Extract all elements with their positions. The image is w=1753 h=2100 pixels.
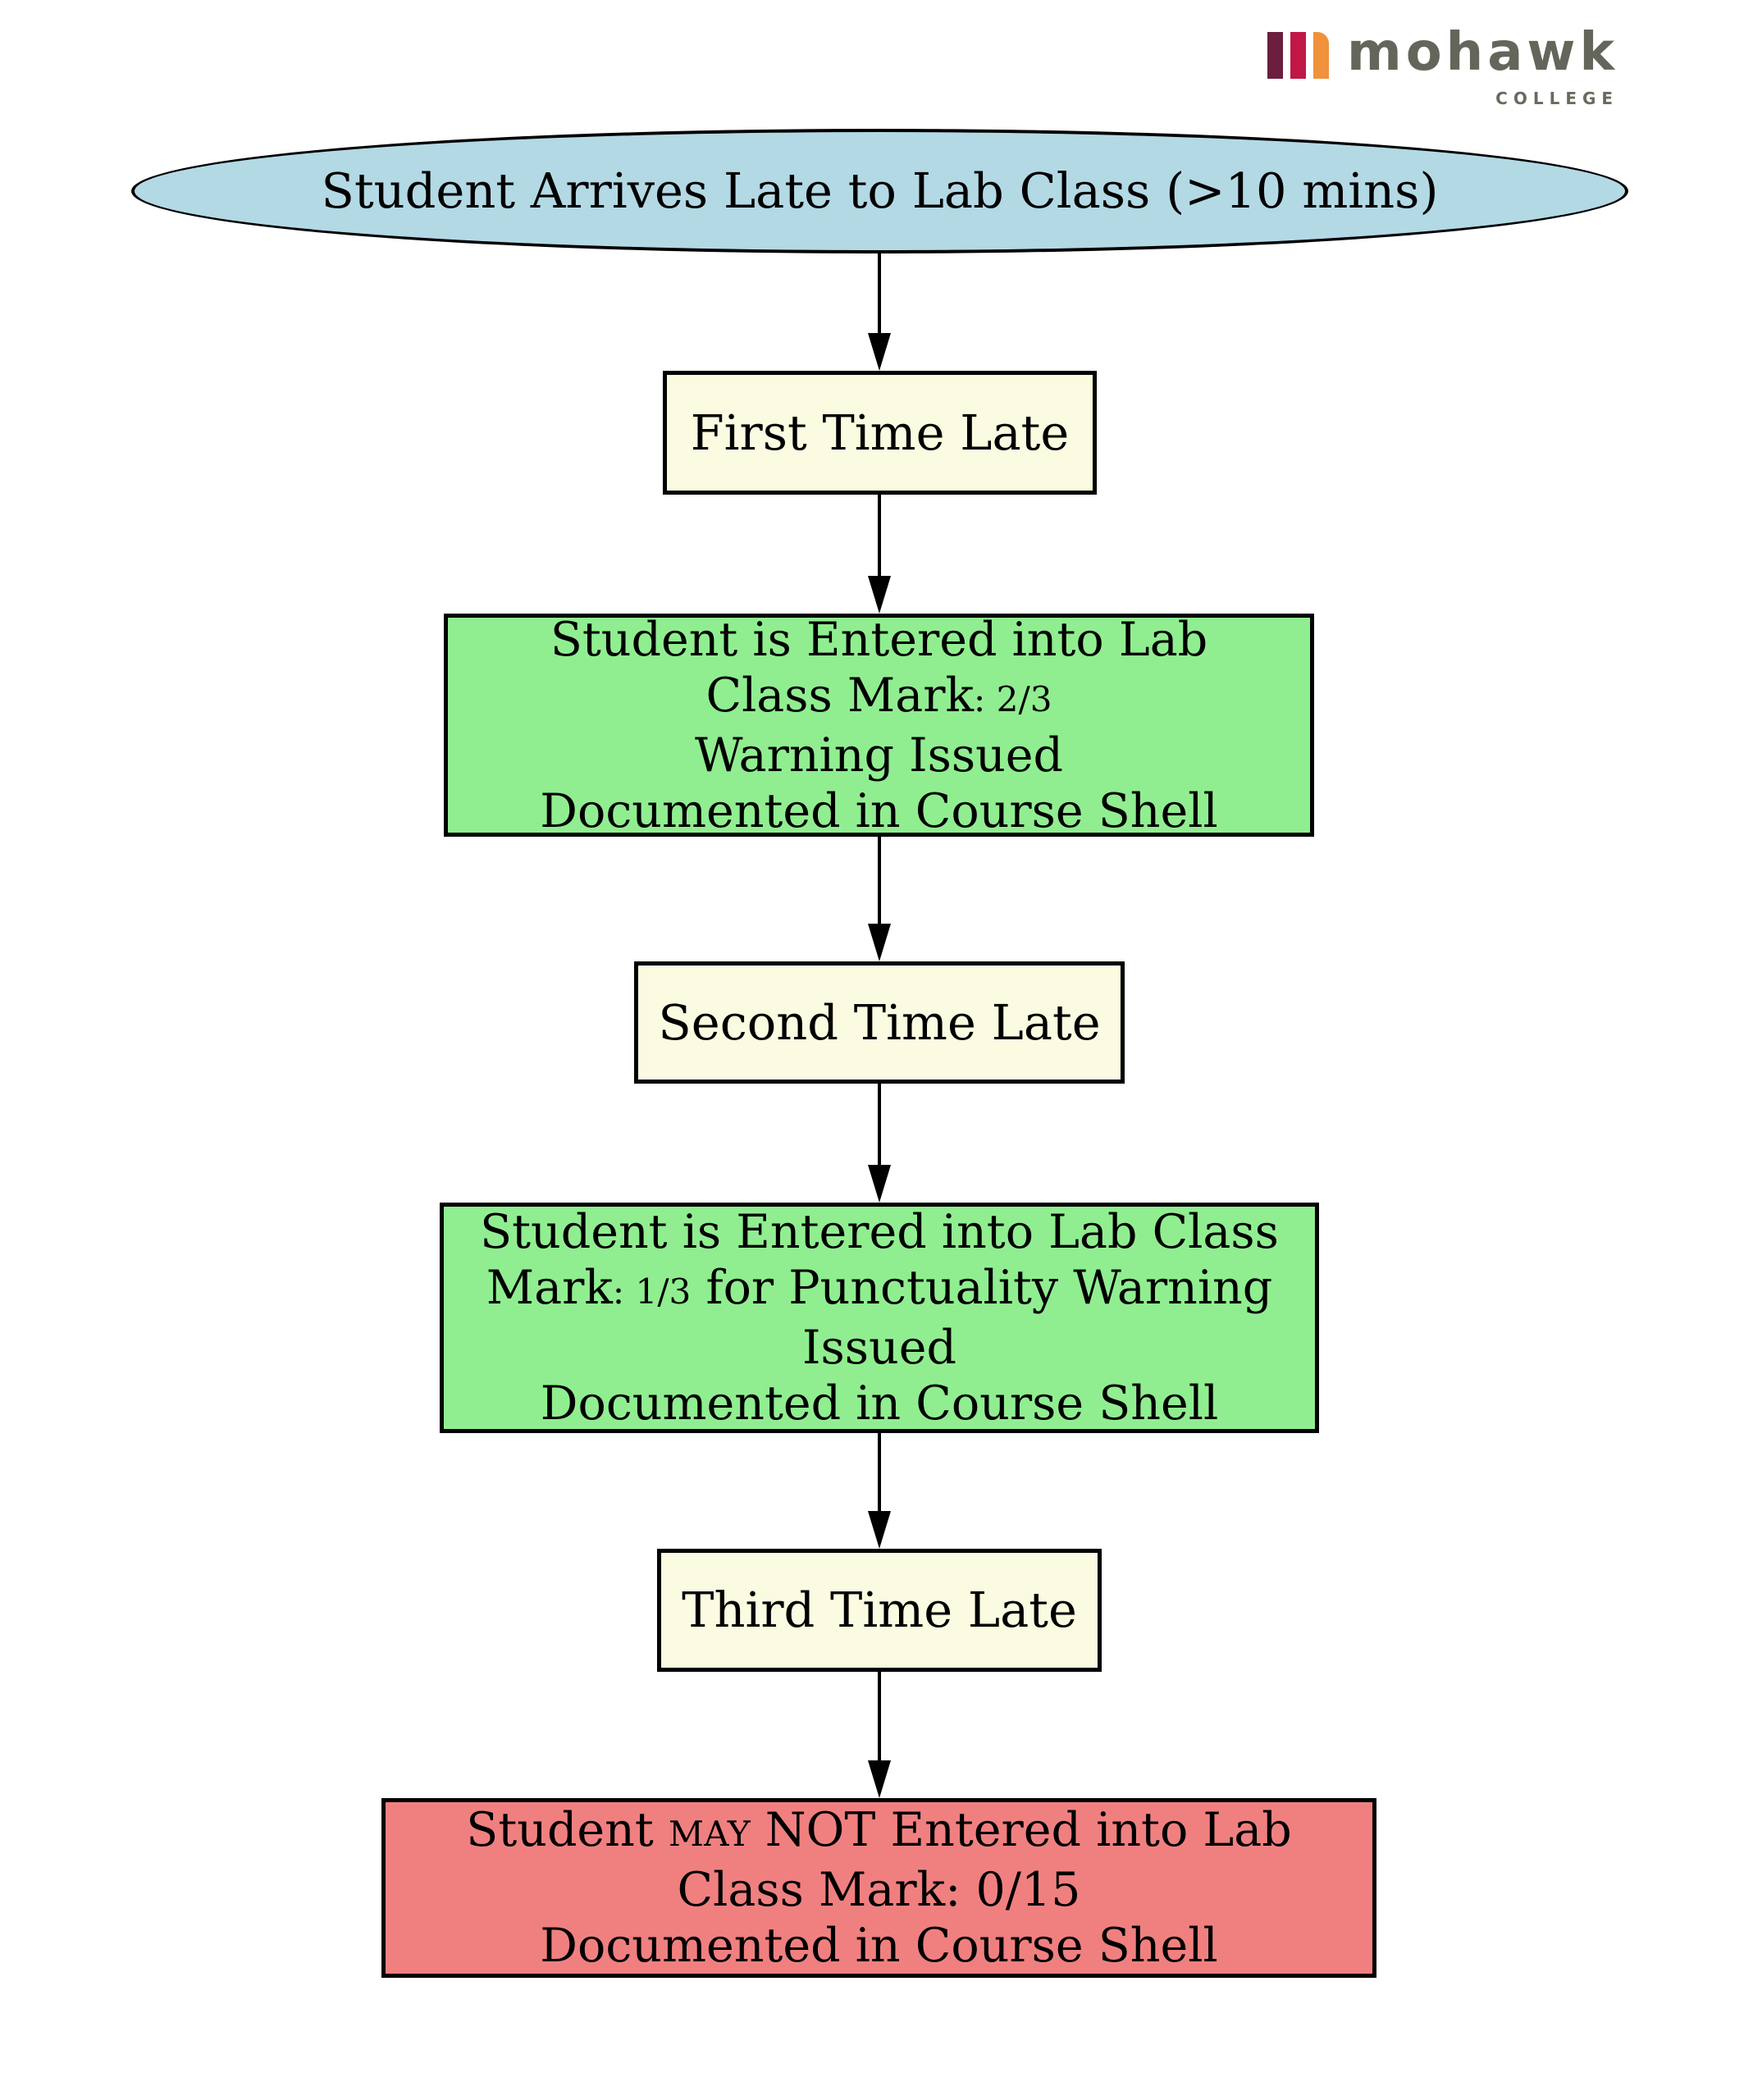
logo-bars-icon	[1267, 30, 1329, 79]
node-line: Issued	[444, 1320, 1315, 1376]
node-line: Student Arrives Late to Lab Class (>10 m…	[135, 163, 1625, 219]
logo-bar-maroon	[1267, 32, 1283, 79]
node-line: Class Mark: 0/15	[386, 1862, 1372, 1918]
arrow-head-icon	[868, 333, 891, 371]
node-text: First Time Late	[667, 404, 1093, 461]
text-segment: Student is Entered into Lab Class	[480, 1205, 1279, 1259]
node-text: Second Time Late	[638, 993, 1121, 1051]
node-line: Second Time Late	[638, 993, 1121, 1051]
text-segment: Student	[466, 1803, 669, 1857]
text-segment: Issued	[802, 1321, 956, 1375]
node-line: Documented in Course Shell	[386, 1918, 1372, 1974]
node-line: Documented in Course Shell	[448, 783, 1310, 839]
text-segment: Class Mark: 0/15	[677, 1863, 1081, 1917]
node-line: Mark: 1/3 for Punctuality Warning	[444, 1260, 1315, 1320]
arrow-head-icon	[868, 924, 891, 961]
node-second-time-late: Second Time Late	[634, 961, 1125, 1084]
text-segment: : 1/3	[612, 1271, 692, 1312]
text-segment: Student Arrives Late to Lab Class (>10 m…	[321, 162, 1439, 219]
arrow-shaft	[878, 495, 881, 579]
text-segment: Documented in Course Shell	[540, 1919, 1218, 1973]
text-segment: Student is Entered into Lab	[550, 612, 1208, 667]
text-segment: Class Mark	[705, 668, 975, 723]
node-line: Student is Entered into Lab	[448, 612, 1310, 668]
text-segment: : 2/3	[974, 678, 1052, 719]
logo-bar-orange	[1313, 32, 1329, 79]
arrow-head-icon	[868, 1165, 891, 1203]
arrow-shaft	[878, 1672, 881, 1764]
arrow-head-icon	[868, 1511, 891, 1549]
text-segment: Documented in Course Shell	[540, 783, 1218, 838]
arrow-shaft	[878, 837, 881, 927]
node-text: Student Arrives Late to Lab Class (>10 m…	[135, 163, 1625, 219]
text-segment: Warning Issued	[694, 728, 1064, 783]
flow-arrow-3	[868, 837, 891, 961]
text-segment: First Time Late	[690, 404, 1070, 461]
node-line: Student MAY NOT Entered into Lab	[386, 1802, 1372, 1862]
node-line: Class Mark: 2/3	[448, 668, 1310, 728]
text-segment: Mark	[486, 1261, 613, 1315]
arrow-shaft	[878, 1433, 881, 1514]
text-segment: Documented in Course Shell	[540, 1376, 1219, 1431]
text-segment: Third Time Late	[682, 1582, 1077, 1638]
node-line: Third Time Late	[661, 1582, 1098, 1638]
text-segment: NOT Entered into Lab	[750, 1803, 1292, 1857]
node-first-time-late: First Time Late	[663, 371, 1097, 495]
mohawk-college-logo: mohawk COLLEGE	[1267, 22, 1637, 108]
flow-arrow-5	[868, 1433, 891, 1549]
node-third-time-late: Third Time Late	[657, 1549, 1102, 1672]
logo-brand-text: mohawk	[1347, 22, 1619, 83]
node-text: Third Time Late	[661, 1582, 1098, 1638]
flow-arrow-1	[868, 253, 891, 371]
node-line: Student is Entered into Lab Class	[444, 1204, 1315, 1260]
logo-bar-red	[1290, 32, 1306, 79]
node-start-ellipse: Student Arrives Late to Lab Class (>10 m…	[131, 129, 1628, 253]
node-line: Documented in Course Shell	[444, 1376, 1315, 1431]
arrow-shaft	[878, 1084, 881, 1168]
text-segment: MAY	[668, 1814, 751, 1854]
logo-college-text: COLLEGE	[1495, 89, 1619, 108]
arrow-head-icon	[868, 1760, 891, 1798]
arrow-head-icon	[868, 576, 891, 614]
arrow-shaft	[878, 253, 881, 336]
flow-arrow-4	[868, 1084, 891, 1203]
text-segment: Second Time Late	[658, 993, 1101, 1051]
flow-arrow-2	[868, 495, 891, 614]
text-segment: for Punctuality Warning	[691, 1261, 1273, 1315]
flow-arrow-6	[868, 1672, 891, 1798]
node-line: Warning Issued	[448, 728, 1310, 783]
node-line: First Time Late	[667, 404, 1093, 461]
